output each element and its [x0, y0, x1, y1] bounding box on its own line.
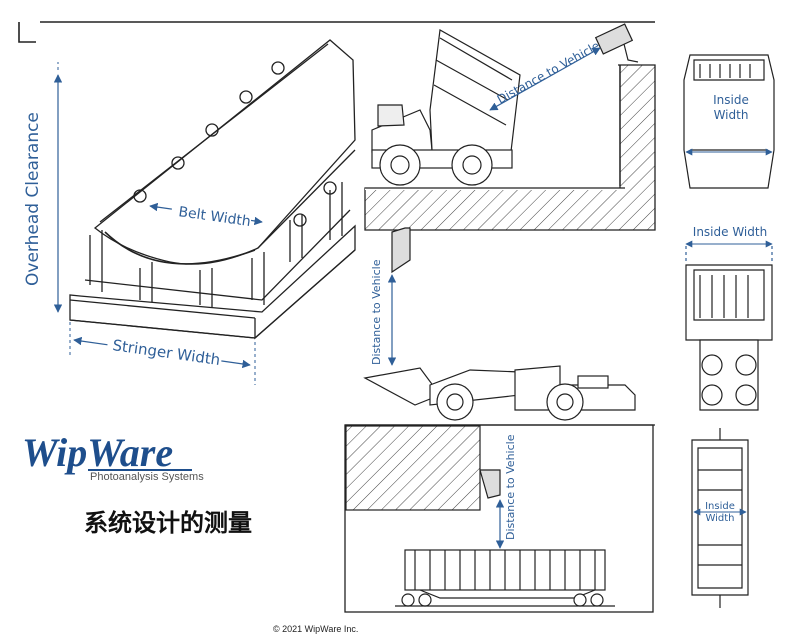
camera-mount-icon [391, 227, 411, 274]
overhead-clearance-dimension: Overhead Clearance [23, 62, 63, 313]
truck-top-view: Inside Width [683, 54, 775, 189]
frame-lines [18, 21, 655, 43]
top-inside-label-2: Width [714, 108, 749, 122]
railcar-inside-label-1: Inside [705, 501, 735, 512]
railcar-inside-label-2: Width [705, 513, 734, 524]
logo-brand: WipWare [22, 430, 173, 475]
page-title: 系统设计的测量 [84, 509, 252, 537]
railcar-hatch-wall [345, 425, 481, 511]
loader-front-view: Inside Width [685, 225, 773, 411]
truck-icon [371, 29, 521, 186]
loader-icon [363, 365, 636, 421]
conveyor-illustration [69, 39, 356, 340]
overhead-clearance-label: Overhead Clearance [23, 112, 43, 286]
haul-truck-scene: Distance to Vehicle [364, 23, 656, 231]
loader-distance-label: Distance to Vehicle [370, 259, 383, 365]
idler-rollers [133, 61, 337, 227]
railcar-icon [395, 549, 615, 607]
top-inside-label-1: Inside [713, 93, 749, 107]
railcar-scene: Distance to Vehicle [344, 424, 654, 613]
copyright: © 2021 WipWare Inc. [273, 624, 358, 634]
wipware-logo: WipWare Photoanalysis Systems [22, 430, 204, 483]
camera-mount-icon [594, 23, 639, 63]
camera-mount-icon [479, 469, 501, 499]
logo-tagline: Photoanalysis Systems [90, 471, 204, 483]
railcar-distance-label: Distance to Vehicle [504, 434, 517, 540]
railcar-frame [344, 424, 654, 613]
logo-brand-part2: Ware [87, 430, 173, 475]
loader-scene: Distance to Vehicle [345, 227, 655, 426]
railcar-top-view: Inside Width [691, 428, 749, 608]
loader-inside-width-label: Inside Width [693, 225, 767, 239]
logo-brand-part1: Wip [22, 430, 87, 475]
